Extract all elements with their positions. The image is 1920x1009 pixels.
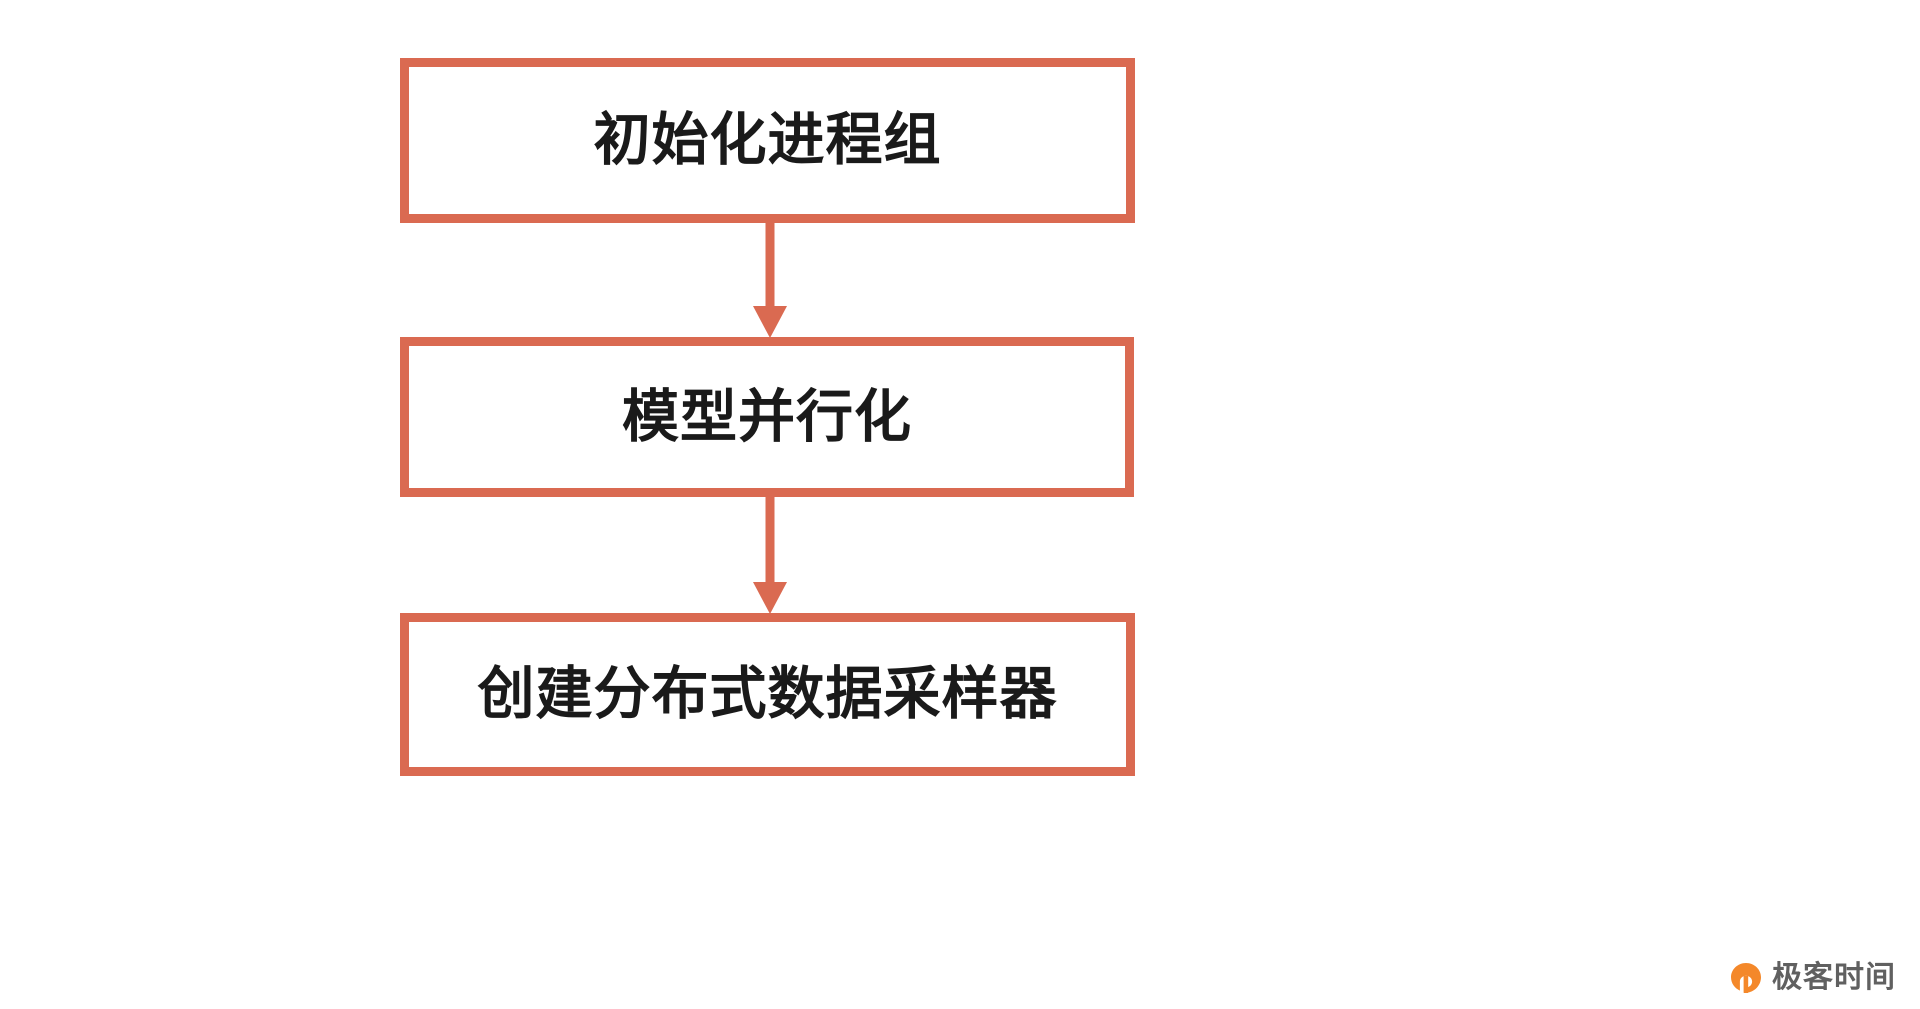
connector-node1-to-node2	[740, 222, 800, 338]
flow-node-label: 模型并行化	[622, 384, 912, 449]
watermark: 极客时间	[1729, 961, 1896, 995]
down-arrow-icon	[753, 496, 787, 614]
watermark-text: 极客时间	[1772, 961, 1896, 994]
flow-node-init-process-group[interactable]: 初始化进程组	[400, 58, 1135, 223]
geektime-logo-icon	[1731, 963, 1761, 993]
flow-node-label: 创建分布式数据采样器	[477, 662, 1058, 726]
flow-node-create-distributed-sampler[interactable]: 创建分布式数据采样器	[400, 613, 1135, 776]
connector-node2-to-node3	[740, 496, 800, 614]
flow-node-label: 初始化进程组	[593, 108, 942, 172]
down-arrow-icon	[753, 222, 787, 338]
flow-node-model-parallelization[interactable]: 模型并行化	[400, 337, 1134, 497]
